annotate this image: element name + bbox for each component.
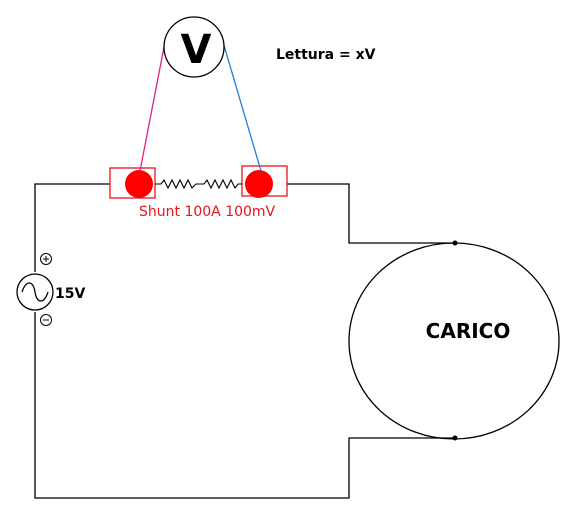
probe-lead-right	[222, 41, 262, 172]
ac-source: 15V	[16, 253, 85, 326]
voltmeter: V	[163, 16, 225, 78]
meter-reading-label: Lettura = xV	[276, 47, 376, 63]
load-terminal-top	[452, 240, 458, 246]
shunt-label: Shunt 100A 100mV	[139, 204, 276, 220]
source-voltage-label: 15V	[55, 286, 85, 302]
load: CARICO	[348, 240, 560, 441]
probe-point-right	[245, 170, 273, 198]
shunt-resistor-zigzag	[155, 178, 242, 190]
voltmeter-symbol: V	[181, 27, 212, 73]
load-label: CARICO	[426, 319, 511, 343]
circuit-wires	[34, 183, 455, 499]
wire-source-bottom	[34, 312, 455, 499]
voltmeter-circle	[163, 16, 225, 78]
probe-lead-left	[139, 41, 166, 172]
shunt: Shunt 100A 100mV	[109, 165, 288, 220]
probe-point-left	[125, 170, 153, 198]
wire-top-left	[34, 183, 110, 272]
wire-top-right	[287, 183, 455, 244]
load-terminal-bottom	[452, 435, 458, 441]
sine-wave-icon	[21, 282, 49, 302]
